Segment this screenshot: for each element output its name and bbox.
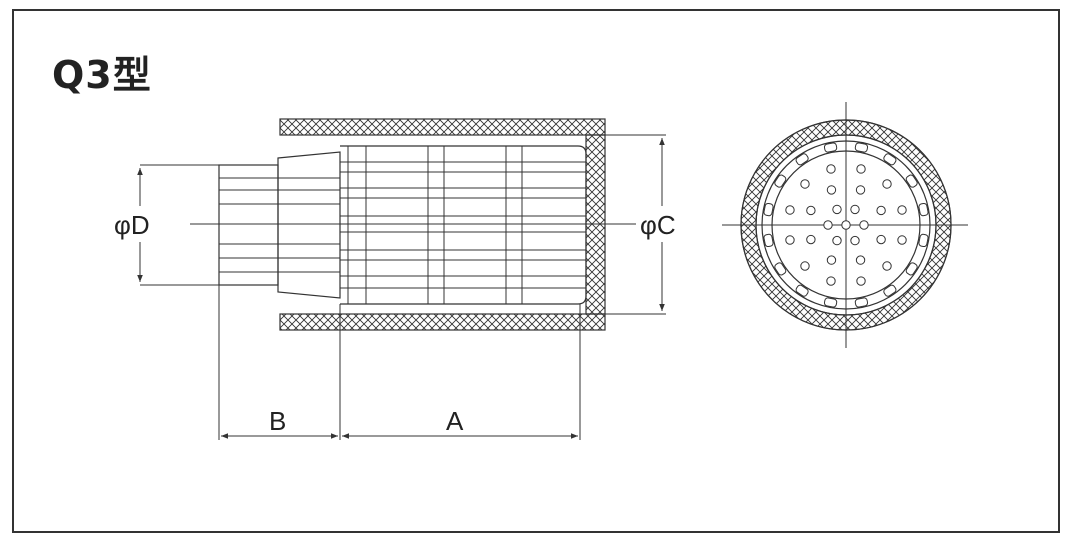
perforation-hole [855,185,866,195]
basket-notch [763,233,774,248]
perforation-hole [826,276,836,286]
basket-bars [340,161,586,289]
perforation-hole [832,204,842,215]
perforation-hole [826,185,837,195]
perforation-hole [832,235,842,246]
basket-notch [883,153,897,166]
drawing-frame [12,9,1060,533]
basket-notch [795,153,809,166]
basket-notch [823,297,838,308]
side-view [137,118,666,440]
perforation-hole [800,261,810,271]
pipe-thread-lines [219,177,340,273]
perforation-hole [882,261,892,271]
strainer-basket [340,145,587,305]
basket-notch [854,142,869,153]
basket-notch [823,142,838,153]
end-view [722,102,968,348]
perforation-hole [806,234,816,245]
perforation-hole [876,205,886,216]
basket-notch [774,262,787,276]
housing-top-wall [279,118,606,136]
perforation-hole [785,235,795,245]
label-length-a: A [446,406,464,436]
model-title: Q3型 [52,53,152,97]
basket-notch [918,233,929,248]
basket-notch [905,174,918,188]
perforation-hole [876,234,886,245]
perforation-holes [785,164,907,286]
basket-notch [854,297,869,308]
label-length-b: B [269,406,286,436]
basket-notch [883,284,897,297]
perforation-hole [882,179,892,189]
perforation-hole [823,220,833,230]
basket-notch [918,202,929,217]
basket-notch [905,262,918,276]
pipe-end [218,164,279,286]
label-diameter-d: φD [114,210,150,240]
perforation-hole [806,205,816,216]
label-diameter-c: φC [640,210,676,240]
perforation-hole [841,220,851,230]
perforation-hole [855,255,866,265]
perforation-hole [897,205,907,215]
perforation-hole [897,235,907,245]
housing-bottom-wall [279,313,606,331]
socket-body [277,151,341,299]
perforation-hole [826,164,836,174]
perforation-hole [800,179,810,189]
basket-notch [795,284,809,297]
basket-ribs [347,146,523,304]
perforation-hole [856,164,866,174]
perforation-hole [856,276,866,286]
perforation-hole [850,204,860,215]
perforation-hole [859,220,869,230]
perforation-hole [850,235,860,246]
basket-notches [763,142,929,308]
basket-notch [763,202,774,217]
basket-notch [774,174,787,188]
perforation-hole [785,205,795,215]
perforation-hole [826,255,837,265]
